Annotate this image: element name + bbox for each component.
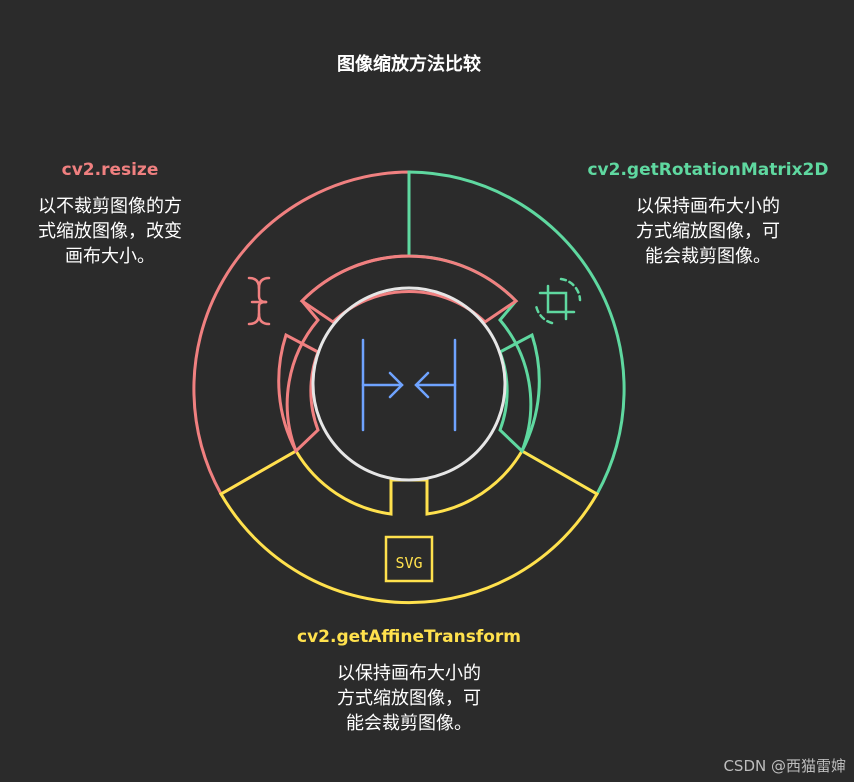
resize-label: cv2.resize [61, 160, 159, 180]
center-circle [311, 286, 507, 482]
rotation-description: 以保持画布大小的 方式缩放图像，可 能会裁剪图像。 [636, 196, 780, 267]
diagram-title: 图像缩放方法比较 [337, 54, 481, 75]
resize-description: 以不裁剪图像的方 式缩放图像，改变 画布大小。 [38, 196, 182, 267]
svg-icon-text: SVG [395, 554, 422, 572]
resize-bracket-icon [247, 276, 271, 326]
arrows-inward-icon [361, 338, 457, 432]
affine-description: 以保持画布大小的 方式缩放图像，可 能会裁剪图像。 [337, 663, 481, 734]
affine-outer-sector [218, 448, 600, 605]
watermark: CSDN @西猫雷婶 [723, 757, 846, 775]
rotate-crop-icon [534, 277, 582, 325]
rotation-label: cv2.getRotationMatrix2D [587, 160, 829, 180]
affine-label: cv2.getAffineTransform [297, 627, 521, 647]
svg-icon: SVG [384, 535, 434, 583]
resize-inner-arc [299, 254, 519, 324]
